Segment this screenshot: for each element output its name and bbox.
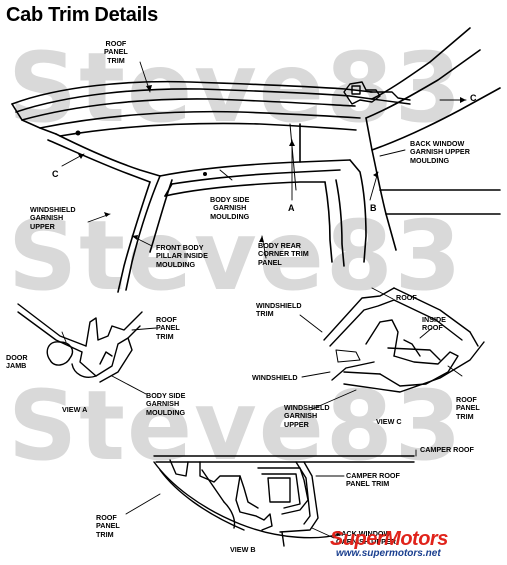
label-body-side-garnish-a: BODY SIDE GARNISH MOULDING bbox=[146, 391, 186, 417]
view-c-drawing bbox=[323, 287, 485, 393]
view-b-caption: VIEW B bbox=[230, 545, 256, 554]
label-c-left: C bbox=[52, 169, 59, 179]
label-roof-panel-trim: ROOF PANEL TRIM bbox=[104, 39, 128, 65]
label-b: B bbox=[370, 203, 377, 213]
view-b-drawing bbox=[153, 455, 415, 547]
label-roof-panel-trim-c: ROOF PANEL TRIM bbox=[456, 395, 480, 421]
label-inside-roof: INSIDE ROOF bbox=[422, 315, 446, 333]
diagram-title: Cab Trim Details bbox=[6, 4, 158, 26]
label-body-side-garnish: BODY SIDE GARNISH MOULDING bbox=[210, 195, 250, 221]
watermark-bottom: Steve83 bbox=[8, 370, 464, 482]
label-door-jamb: DOOR JAMB bbox=[6, 353, 28, 371]
label-roof-panel-trim-a: ROOF PANEL TRIM bbox=[156, 315, 180, 341]
arrowheads bbox=[78, 85, 466, 242]
label-back-window-garnish-b: BACK WINDOW GARNISH UPPER bbox=[336, 529, 396, 547]
label-a: A bbox=[288, 203, 295, 213]
label-roof-panel-trim-b: ROOF PANEL TRIM bbox=[96, 513, 120, 539]
view-a-drawing bbox=[17, 303, 143, 383]
label-windshield: WINDSHIELD bbox=[252, 373, 298, 382]
view-c-caption: VIEW C bbox=[376, 417, 402, 426]
label-front-body-pillar: FRONT BODY PILLAR INSIDE MOULDING bbox=[156, 243, 208, 269]
cab-roof-outline bbox=[11, 27, 501, 293]
logo-name: SuperMotors bbox=[330, 528, 448, 550]
watermark-middle: Steve83 bbox=[8, 200, 464, 312]
label-camper-roof: CAMPER ROOF bbox=[420, 445, 474, 454]
label-windshield-trim: WINDSHIELD TRIM bbox=[256, 301, 302, 319]
label-windshield-garnish-upper-c: WINDSHIELD GARNISH UPPER bbox=[284, 403, 330, 429]
label-c-right: C bbox=[470, 93, 477, 103]
label-camper-roof-panel-trim: CAMPER ROOF PANEL TRIM bbox=[346, 471, 400, 489]
supermotors-logo: SuperMotors www.supermotors.net bbox=[330, 528, 502, 560]
label-body-rear-corner-trim: BODY REAR CORNER TRIM PANEL bbox=[258, 241, 309, 267]
label-back-window-upper-moulding: BACK WINDOW GARNISH UPPER MOULDING bbox=[410, 139, 470, 165]
roof-clip-detail bbox=[343, 81, 411, 105]
logo-url: www.supermotors.net bbox=[336, 548, 441, 559]
label-roof: ROOF bbox=[396, 293, 417, 302]
label-windshield-garnish-upper: WINDSHIELD GARNISH UPPER bbox=[30, 205, 76, 231]
view-a-caption: VIEW A bbox=[62, 405, 88, 414]
